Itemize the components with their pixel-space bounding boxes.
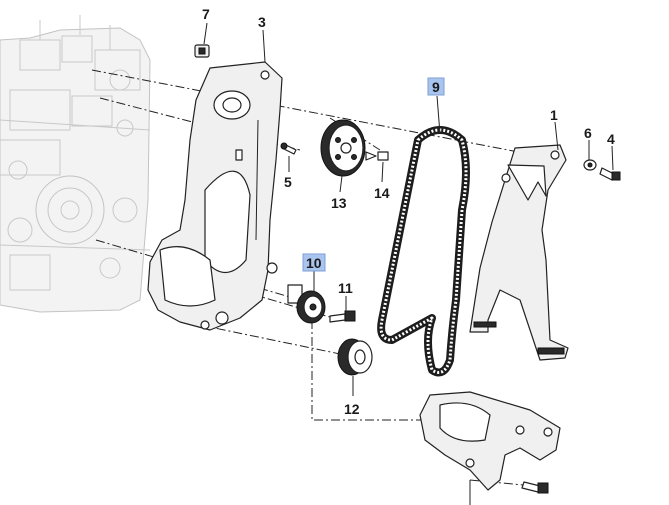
callout-9: 9 (432, 79, 440, 95)
callout-12: 12 (344, 401, 360, 417)
bolt-lower-cover (521, 481, 549, 494)
callout-9-highlight (427, 77, 445, 96)
camshaft-gear (320, 119, 366, 177)
lower-front-cover (419, 391, 561, 491)
bolt-14 (365, 151, 389, 161)
crankshaft-gear (337, 338, 373, 376)
callout-4: 4 (607, 131, 615, 147)
callout-14: 14 (374, 185, 390, 201)
callout-10-highlight (302, 253, 326, 272)
callout-3: 3 (258, 14, 266, 30)
bolt-4 (599, 167, 621, 181)
callout-7: 7 (202, 6, 210, 22)
bolt-11 (329, 310, 356, 323)
callout-10: 10 (306, 255, 322, 271)
callout-1: 1 (550, 107, 558, 123)
callout-6: 6 (584, 125, 592, 141)
front-upper-cover (469, 144, 569, 361)
callout-13: 13 (331, 195, 347, 211)
engine-block-ghost (0, 15, 151, 313)
timing-belt (377, 126, 470, 377)
leader-lines (203, 22, 614, 505)
washer-6 (583, 159, 597, 171)
tensioner-pulley (287, 284, 326, 324)
clip-7 (194, 44, 210, 58)
callout-5: 5 (284, 174, 292, 190)
callout-labels: 7 3 9 1 6 4 5 13 14 10 11 12 (202, 6, 615, 417)
callout-11: 11 (338, 280, 353, 296)
rear-timing-cover (147, 61, 283, 331)
screw-5 (280, 142, 297, 155)
